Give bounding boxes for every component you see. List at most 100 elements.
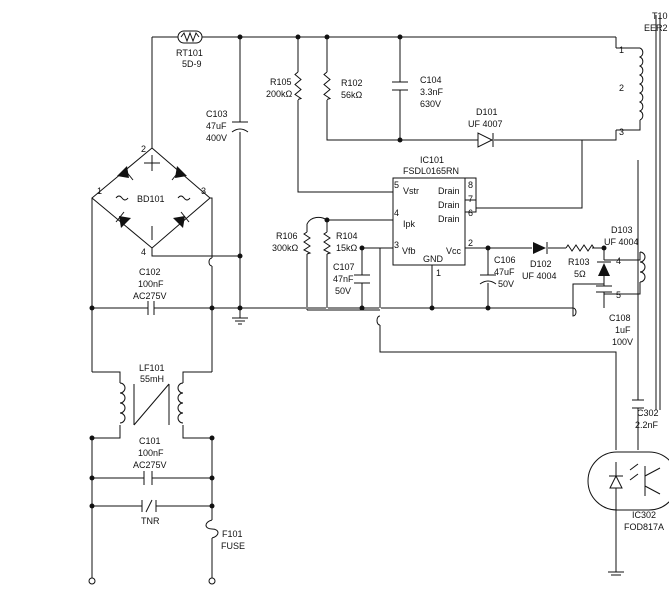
c102-rating: AC275V <box>133 291 167 301</box>
r105-resistor: R105 200kΩ <box>266 71 303 100</box>
c102-ref: C102 <box>139 267 161 277</box>
c102-value: 100nF <box>138 279 164 289</box>
r104-resistor: R104 15kΩ <box>323 231 358 255</box>
lf101-value: 55mH <box>140 374 164 384</box>
r102-value: 56kΩ <box>341 90 363 100</box>
r106-resistor: R106 300kΩ <box>272 231 312 255</box>
t101-transformer: T10 EER2 1 2 3 4 5 <box>616 11 668 300</box>
bd101-pin4: 4 <box>141 247 146 257</box>
junction-dots <box>89 34 607 509</box>
r103-value: 5Ω <box>574 269 586 279</box>
f101-value: FUSE <box>221 541 245 551</box>
f101-ref: F101 <box>222 529 243 539</box>
wires <box>91 15 661 578</box>
c106-rating: 50V <box>498 279 514 289</box>
t101-pin4: 4 <box>616 256 621 266</box>
c101-capacitor: C101 100nF AC275V <box>133 436 167 485</box>
ic101-pin-drain7: Drain <box>438 200 460 210</box>
d103-ref: D103 <box>611 225 633 235</box>
c106-capacitor: C106 47uF 50V <box>479 255 516 289</box>
ic101-part: FSDL0165RN <box>403 166 459 176</box>
ic302-optocoupler: IC302 FOD817A <box>587 451 669 532</box>
bd101-pin2: 2 <box>141 144 146 154</box>
c107-rating: 50V <box>335 286 351 296</box>
r104-value: 15kΩ <box>336 243 358 253</box>
rt101-value: 5D-9 <box>182 59 202 69</box>
bd101-pin1: 1 <box>97 186 102 196</box>
c106-ref: C106 <box>494 255 516 265</box>
c104-value: 3.3nF <box>420 87 444 97</box>
ic101-pin-drain8: Drain <box>438 186 460 196</box>
c107-value: 47nF <box>333 274 354 284</box>
d101-ref: D101 <box>476 107 498 117</box>
r102-resistor: R102 56kΩ <box>323 71 363 100</box>
rt101-thermistor: RT101 5D-9 <box>176 30 203 69</box>
ic101-num-3: 3 <box>394 240 399 250</box>
t101-pin1: 1 <box>619 45 624 55</box>
ic101-pin-ipk: Ipk <box>403 219 416 229</box>
d101-diode: D101 UF 4007 <box>468 107 503 148</box>
ic101-ref: IC101 <box>420 155 444 165</box>
d102-ref: D102 <box>530 259 552 269</box>
f101-fuse: F101 FUSE <box>205 519 245 551</box>
ic101-num-8: 8 <box>468 180 473 190</box>
ic302-ref: IC302 <box>632 510 656 520</box>
r103-resistor: R103 5Ω <box>565 244 595 279</box>
c302-value: 2.2nF <box>635 420 659 430</box>
t101-pin3: 3 <box>619 127 624 137</box>
ic302-part: FOD817A <box>624 522 664 532</box>
d102-value: UF 4004 <box>522 271 557 281</box>
ac-input-terminals <box>88 577 216 585</box>
ic101-num-7: 7 <box>468 194 473 204</box>
d103-diode: D103 UF 4004 <box>597 225 639 276</box>
bd101-ref: BD101 <box>137 194 165 204</box>
ic101-num-2: 2 <box>468 238 473 248</box>
t101-ref: T10 <box>652 11 668 21</box>
c302-ref: C302 <box>637 408 659 418</box>
c101-value: 100nF <box>138 448 164 458</box>
d101-value: UF 4007 <box>468 119 503 129</box>
r106-ref: R106 <box>276 231 298 241</box>
t101-pin5: 5 <box>616 290 621 300</box>
r105-value: 200kΩ <box>266 89 293 99</box>
tnr-varistor: TNR <box>141 499 160 526</box>
bd101-pin3: 3 <box>201 186 206 196</box>
ic101-pin-vstr: Vstr <box>403 186 419 196</box>
d103-value: UF 4004 <box>604 237 639 247</box>
ic101-num-6: 6 <box>468 208 473 218</box>
ic101-num-4: 4 <box>394 208 399 218</box>
d102-diode: D102 UF 4004 <box>522 242 557 281</box>
c108-ref: C108 <box>609 313 631 323</box>
ic101-num-5: 5 <box>394 180 399 190</box>
ic101-num-1: 1 <box>436 268 441 278</box>
t101-part: EER2 <box>644 23 668 33</box>
c302-capacitor: C302 2.2nF <box>635 408 659 430</box>
bd101-bridge: BD101 2 1 3 4 <box>91 144 211 257</box>
r103-ref: R103 <box>568 257 590 267</box>
c103-rating: 400V <box>206 133 227 143</box>
ic101-pin-drain6: Drain <box>438 214 460 224</box>
ic101-controller: IC101 FSDL0165RN Vstr Ipk Vfb GND Vcc Dr… <box>392 155 477 278</box>
lf101-ref: LF101 <box>139 363 165 373</box>
c108-capacitor: C108 1uF 100V <box>596 285 633 347</box>
ic101-pin-gnd: GND <box>423 254 444 264</box>
c107-capacitor: C107 47nF 50V <box>333 262 370 296</box>
rt101-ref: RT101 <box>176 48 203 58</box>
c106-value: 47uF <box>494 267 515 277</box>
r106-value: 300kΩ <box>272 243 299 253</box>
r104-ref: R104 <box>336 231 358 241</box>
c101-ref: C101 <box>139 436 161 446</box>
r102-ref: R102 <box>341 78 363 88</box>
c102-capacitor: C102 100nF AC275V <box>120 267 167 315</box>
c108-rating: 100V <box>612 337 633 347</box>
c103-capacitor: C103 47uF 400V <box>206 109 249 143</box>
c101-rating: AC275V <box>133 460 167 470</box>
c107-ref: C107 <box>333 262 355 272</box>
c104-capacitor: C104 3.3nF 630V <box>392 75 444 109</box>
ic101-pin-vcc: Vcc <box>446 246 462 256</box>
c103-value: 47uF <box>206 121 227 131</box>
tnr-ref: TNR <box>141 516 160 526</box>
ic101-pin-vfb: Vfb <box>402 246 416 256</box>
c104-rating: 630V <box>420 99 441 109</box>
